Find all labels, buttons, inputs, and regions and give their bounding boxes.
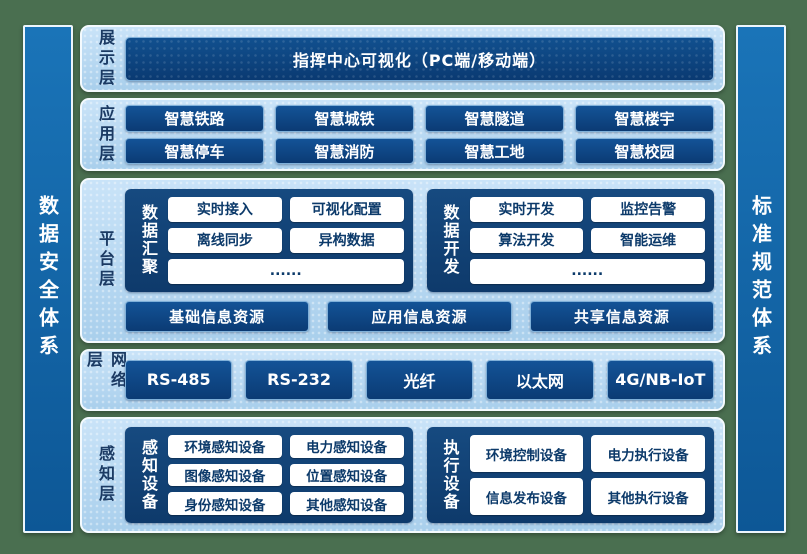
group-sensing-devices: 感知设备 环境感知设备 电力感知设备 图像感知设备 位置感知设备 身份感知设备 … xyxy=(125,427,413,523)
app-box: 智慧城铁 xyxy=(275,105,414,132)
layer-perception-label: 感知层 xyxy=(96,445,115,505)
layer-application-label: 应用层 xyxy=(96,104,115,165)
network-grid: RS-485 RS-232 光纤 以太网 4G/NB-IoT xyxy=(125,351,715,409)
sensing-device: 其他感知设备 xyxy=(289,492,404,515)
platform-item: 智能运维 xyxy=(591,227,705,253)
platform-item: 实时接入 xyxy=(168,196,282,222)
platform-item-more: ...... xyxy=(168,258,404,284)
application-grid: 智慧铁路 智慧城铁 智慧隧道 智慧楼宇 智慧停车 智慧消防 智慧工地 智慧校园 xyxy=(125,100,714,169)
network-box: RS-232 xyxy=(245,359,353,400)
layer-network: 网络层 RS-485 RS-232 光纤 以太网 4G/NB-IoT xyxy=(80,348,725,411)
network-box: 4G/NB-IoT xyxy=(606,359,715,400)
layers-column: 展示层 指挥中心可视化（PC端/移动端） 应用层 智慧铁路 智慧城铁 智慧隧道 … xyxy=(80,25,725,533)
app-box: 智慧隧道 xyxy=(425,105,564,132)
group-data-development-label: 数据开发 xyxy=(440,204,460,276)
command-center-box: 指挥中心可视化（PC端/移动端） xyxy=(125,36,714,81)
group-execution-devices-label: 执行设备 xyxy=(440,439,460,511)
group-data-aggregation: 数据汇聚 实时接入 可视化配置 离线同步 异构数据 ...... xyxy=(125,188,413,292)
platform-item: 异构数据 xyxy=(289,227,404,253)
sensing-device: 身份感知设备 xyxy=(168,492,282,515)
layer-display-label: 展示层 xyxy=(96,28,115,89)
pillar-data-security: 数据安全体系 xyxy=(23,25,73,533)
app-box: 智慧工地 xyxy=(425,137,564,165)
group-sensing-devices-label: 感知设备 xyxy=(139,439,158,511)
group-execution-devices: 执行设备 环境控制设备 电力执行设备 信息发布设备 其他执行设备 xyxy=(426,427,714,523)
app-box: 智慧停车 xyxy=(125,137,264,165)
platform-item: 可视化配置 xyxy=(289,196,404,222)
platform-item: 离线同步 xyxy=(168,227,282,253)
layer-network-label: 网络层 xyxy=(84,350,127,391)
platform-body: 数据汇聚 实时接入 可视化配置 离线同步 异构数据 ...... 数据开发 实时… xyxy=(125,180,714,341)
platform-item-more: ...... xyxy=(469,258,705,284)
group-execution-devices-grid: 环境控制设备 电力执行设备 信息发布设备 其他执行设备 xyxy=(469,435,705,515)
group-data-development-grid: 实时开发 监控告警 算法开发 智能运维 ...... xyxy=(469,196,705,284)
group-data-aggregation-grid: 实时接入 可视化配置 离线同步 异构数据 ...... xyxy=(168,196,404,284)
group-sensing-devices-grid: 环境感知设备 电力感知设备 图像感知设备 位置感知设备 身份感知设备 其他感知设… xyxy=(168,435,404,515)
group-data-development: 数据开发 实时开发 监控告警 算法开发 智能运维 ...... xyxy=(426,188,714,292)
app-box: 智慧校园 xyxy=(575,137,714,165)
sensing-device: 位置感知设备 xyxy=(289,463,404,487)
app-box: 智慧铁路 xyxy=(125,105,264,132)
network-box: 以太网 xyxy=(486,359,594,400)
execution-device: 环境控制设备 xyxy=(469,435,584,472)
resource-box: 应用信息资源 xyxy=(327,300,512,332)
platform-item: 算法开发 xyxy=(469,227,584,253)
sensing-device: 图像感知设备 xyxy=(168,463,282,487)
layer-display-body: 指挥中心可视化（PC端/移动端） xyxy=(125,27,714,90)
pillar-data-security-label: 数据安全体系 xyxy=(35,195,60,363)
pillar-standards-label: 标准规范体系 xyxy=(748,195,773,363)
network-box: RS-485 xyxy=(125,359,233,400)
layer-display: 展示层 指挥中心可视化（PC端/移动端） xyxy=(80,25,725,92)
resource-box: 共享信息资源 xyxy=(529,300,714,332)
pillar-standards: 标准规范体系 xyxy=(736,25,786,533)
app-box: 智慧消防 xyxy=(275,137,414,165)
network-box: 光纤 xyxy=(365,359,474,400)
layer-platform: 平台层 数据汇聚 实时接入 可视化配置 离线同步 异构数据 ...... xyxy=(80,177,725,343)
perception-groups: 感知设备 环境感知设备 电力感知设备 图像感知设备 位置感知设备 身份感知设备 … xyxy=(125,419,714,531)
layer-application: 应用层 智慧铁路 智慧城铁 智慧隧道 智慧楼宇 智慧停车 智慧消防 智慧工地 智… xyxy=(80,98,725,172)
sensing-device: 环境感知设备 xyxy=(168,435,282,458)
layer-perception: 感知层 感知设备 环境感知设备 电力感知设备 图像感知设备 位置感知设备 身份感… xyxy=(80,417,725,533)
information-resources-row: 基础信息资源 应用信息资源 共享信息资源 xyxy=(125,300,714,332)
resource-box: 基础信息资源 xyxy=(125,300,310,332)
platform-groups: 数据汇聚 实时接入 可视化配置 离线同步 异构数据 ...... 数据开发 实时… xyxy=(125,188,714,292)
platform-item: 监控告警 xyxy=(591,196,705,222)
sensing-device: 电力感知设备 xyxy=(289,435,404,458)
app-box: 智慧楼宇 xyxy=(575,105,714,132)
layer-platform-label: 平台层 xyxy=(96,230,115,290)
execution-device: 信息发布设备 xyxy=(469,478,584,515)
execution-device: 其他执行设备 xyxy=(591,478,705,515)
execution-device: 电力执行设备 xyxy=(591,435,705,472)
group-data-aggregation-label: 数据汇聚 xyxy=(139,204,158,276)
platform-item: 实时开发 xyxy=(469,196,584,222)
